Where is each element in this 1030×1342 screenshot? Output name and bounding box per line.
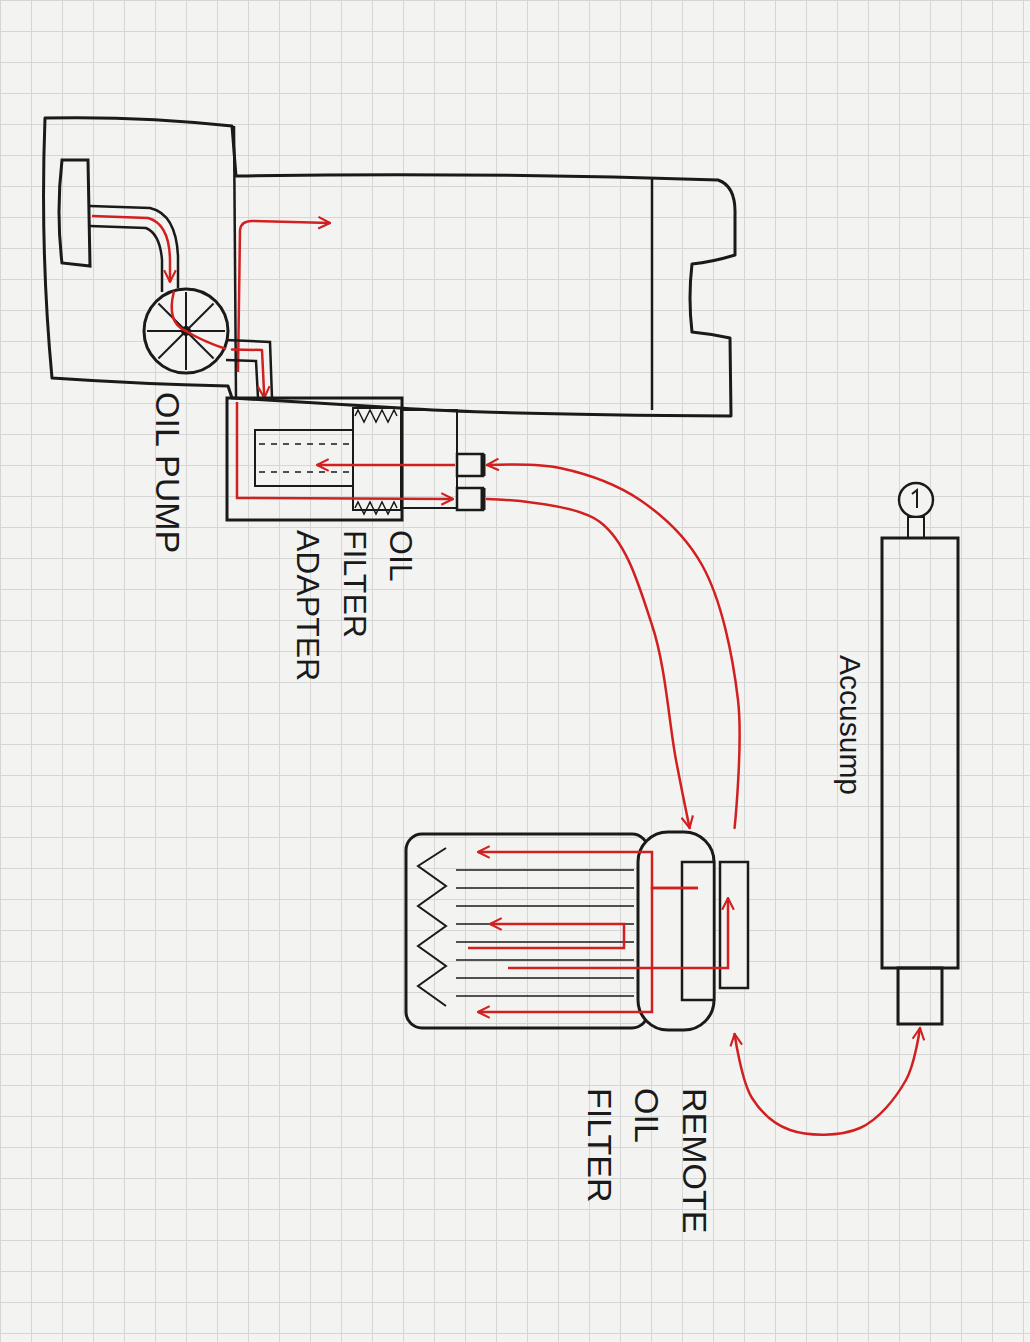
- part-label: Accusump: [832, 655, 868, 795]
- oil-line: [487, 465, 740, 828]
- center-line: [259, 443, 351, 445]
- impeller-vane: [147, 330, 186, 332]
- oil-flow-arrow: [317, 464, 455, 467]
- hose-port: [457, 454, 483, 476]
- adapter-bore: [255, 430, 353, 486]
- valve-knob: [899, 483, 933, 517]
- pickup-tube: [90, 206, 178, 292]
- accumulator-cylinder: [882, 538, 958, 968]
- label-holder: OIL FILTER ADAPTER: [285, 530, 424, 681]
- thread-mark: [355, 502, 397, 514]
- valve-mark: [912, 490, 917, 508]
- oil-filter-adapter-drawing: [225, 398, 487, 522]
- oil-pump-drawing: [140, 285, 232, 377]
- thread-block: [353, 408, 401, 510]
- part-label: OIL PUMP: [146, 392, 190, 553]
- pump-outlet-pipe: [226, 340, 272, 398]
- oil-flow-arrow: [478, 852, 698, 888]
- remote-oil-filter: REMOTE OIL FILTER: [398, 828, 758, 1034]
- oil-filter-adapter: OIL FILTER ADAPTER: [225, 398, 487, 522]
- oil-flow-arrow: [468, 924, 624, 948]
- oil-pump: OIL PUMP: [140, 285, 232, 377]
- remote-oil-filter-drawing: [398, 828, 758, 1034]
- accusump-tank-drawing: [872, 478, 968, 1028]
- impeller-vane: [186, 331, 214, 359]
- impeller-vane: [158, 331, 186, 359]
- block-divider: [651, 178, 654, 410]
- oil-flow-arrow: [237, 402, 453, 499]
- oil-flow-arrow: [92, 216, 170, 282]
- filter-element: [456, 905, 634, 907]
- impeller-vane: [186, 303, 214, 331]
- filter-element: [456, 887, 634, 889]
- thread-mark: [355, 410, 397, 422]
- hose-port: [682, 862, 714, 1000]
- port-fitting: [481, 454, 486, 476]
- oil-pickup: [59, 160, 90, 266]
- oil-flow-arrow: [508, 898, 728, 968]
- filter-element: [456, 941, 634, 943]
- accusump-tank: Accusump: [872, 478, 968, 1028]
- label-holder: REMOTE OIL FILTER: [575, 1088, 718, 1233]
- adapter-plate: [401, 410, 457, 508]
- filter-canister: [406, 834, 648, 1028]
- label-holder: Accusump: [832, 655, 868, 795]
- outlet-nozzle: [898, 968, 942, 1024]
- engine-block-outline: [44, 118, 736, 416]
- port-fitting: [481, 488, 486, 510]
- part-label: OIL FILTER ADAPTER: [285, 530, 424, 681]
- filter-pleats: [418, 848, 446, 1006]
- valve-stem: [908, 517, 924, 538]
- oil-line: [487, 499, 690, 828]
- filter-element: [456, 977, 634, 979]
- filter-head: [638, 832, 714, 1030]
- adapter-body: [227, 398, 402, 520]
- impeller-vane: [185, 331, 187, 370]
- filter-element: [456, 869, 634, 871]
- filter-element: [456, 995, 634, 997]
- filter-element: [456, 959, 634, 961]
- oil-flow-line: [172, 291, 226, 349]
- oil-line: [232, 349, 264, 398]
- oil-flow-arrow: [478, 888, 698, 1012]
- pump-housing: [144, 289, 228, 373]
- hose-port: [457, 488, 483, 510]
- block-divider: [234, 126, 236, 398]
- part-label: REMOTE OIL FILTER: [575, 1088, 718, 1233]
- label-holder: OIL PUMP: [146, 392, 190, 553]
- impeller-vane: [185, 292, 187, 331]
- center-line: [259, 471, 351, 473]
- oil-line: [735, 1028, 920, 1135]
- impeller-vane: [186, 330, 225, 332]
